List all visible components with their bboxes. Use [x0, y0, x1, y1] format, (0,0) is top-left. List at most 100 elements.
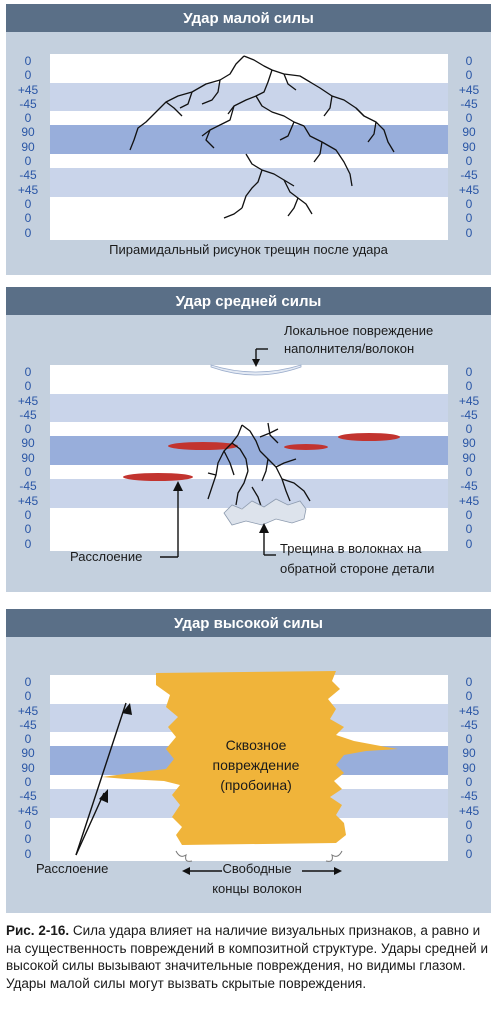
ply-layer	[50, 422, 448, 437]
ply-layer	[50, 407, 448, 423]
ply-label: 0	[24, 225, 32, 240]
ply-layer	[50, 196, 448, 212]
ply-label: 0	[24, 507, 32, 522]
ply-label: 90	[21, 139, 35, 154]
ply-layer	[50, 436, 448, 451]
ply-label: 0	[24, 536, 32, 551]
ply-label: 0	[465, 154, 473, 169]
ply-label: 0	[24, 689, 32, 704]
ply-label: 90	[462, 760, 476, 775]
ply-label: 0	[465, 732, 473, 747]
ply-label: 0	[465, 846, 473, 861]
ply-layer	[50, 182, 448, 197]
hole-label-1: Сквозное	[225, 737, 287, 753]
ply-layer	[50, 54, 448, 69]
ply-label: -45	[19, 717, 37, 732]
ply-layer	[50, 96, 448, 112]
ply-label: 0	[465, 196, 473, 211]
ply-layer	[50, 225, 448, 240]
label-free-fibers-1: Свободные	[222, 861, 292, 876]
ply-label: -45	[460, 717, 478, 732]
panel-medium-impact: Удар средней силы Локальное повреждение …	[6, 287, 491, 592]
label-crack-2: обратной стороне детали	[280, 561, 435, 576]
ply-label: +45	[17, 493, 39, 508]
ply-label: 90	[21, 746, 35, 761]
ply-layer	[50, 450, 448, 466]
ply-label: 0	[24, 832, 32, 847]
label-free-fibers-2: концы волокон	[212, 881, 302, 896]
ply-label: +45	[458, 803, 480, 818]
ply-layer	[50, 211, 448, 226]
ply-label: 0	[465, 522, 473, 537]
ply-label: -45	[460, 789, 478, 804]
ply-label: 0	[24, 379, 32, 394]
ply-label: 0	[465, 111, 473, 126]
label-delamination-high: Расслоение	[36, 861, 109, 876]
figure-caption: Рис. 2-16. Сила удара влияет на наличие …	[6, 922, 490, 992]
ply-label: 90	[462, 746, 476, 761]
ply-layer	[50, 493, 448, 508]
ply-label: 0	[24, 154, 32, 169]
panel-title-low-impact: Удар малой силы	[6, 4, 491, 32]
hole-label-2: повреждение	[212, 757, 300, 773]
delamination-marks	[123, 433, 400, 481]
ply-label: 90	[21, 760, 35, 775]
ply-label: 0	[24, 522, 32, 537]
ply-label: +45	[17, 182, 39, 197]
label-local-damage-1: Локальное повреждение	[284, 323, 434, 338]
ply-label: +45	[458, 493, 480, 508]
ply-label: 0	[24, 68, 32, 83]
ply-label: -45	[19, 479, 37, 494]
ply-label: 0	[24, 422, 32, 437]
ply-layer	[50, 125, 448, 140]
figure-caption-text: Сила удара влияет на наличие визуальных …	[6, 923, 488, 991]
ply-label: 0	[465, 54, 473, 68]
ply-label: 0	[24, 365, 32, 379]
ply-layer	[50, 536, 448, 551]
ply-label: 0	[24, 111, 32, 126]
ply-label: +45	[17, 82, 39, 97]
ply-label: -45	[460, 479, 478, 494]
ply-label: 0	[465, 817, 473, 832]
ply-label: 0	[24, 465, 32, 480]
ply-label: 0	[24, 54, 32, 68]
ply-label: 0	[465, 225, 473, 240]
ply-label: 0	[465, 675, 473, 689]
ply-label: 0	[24, 775, 32, 790]
ply-label: 0	[465, 365, 473, 379]
ply-label: 0	[465, 422, 473, 437]
ply-label: -45	[460, 168, 478, 183]
label-local-damage-2: наполнителя/волокон	[284, 341, 415, 356]
ply-label: 90	[21, 450, 35, 465]
ply-layer	[50, 154, 448, 169]
ply-label: 0	[465, 507, 473, 522]
panel-title-high-impact: Удар высокой силы	[6, 609, 491, 637]
ply-label: 90	[462, 125, 476, 140]
ply-layer	[50, 522, 448, 537]
ply-label: 0	[465, 68, 473, 83]
ply-label: -45	[19, 96, 37, 111]
crack-pattern	[129, 55, 395, 219]
ply-label: 90	[462, 436, 476, 451]
ply-label: +45	[17, 803, 39, 818]
ply-label: 90	[21, 125, 35, 140]
label-delamination: Расслоение	[70, 549, 143, 564]
ply-label: -45	[460, 407, 478, 422]
ply-label: 0	[24, 196, 32, 211]
ply-label: +45	[17, 703, 39, 718]
ply-label: +45	[458, 82, 480, 97]
medium-damage-overlay	[123, 348, 400, 558]
ply-layer	[50, 68, 448, 83]
label-crack-1: Трещина в волокнах на	[280, 541, 422, 556]
ply-label: 0	[465, 832, 473, 847]
figure-number: Рис. 2-16.	[6, 923, 70, 938]
panel1-caption: Пирамидальный рисунок трещин после удара	[109, 242, 388, 257]
hole-label-3: (пробоина)	[220, 777, 292, 793]
